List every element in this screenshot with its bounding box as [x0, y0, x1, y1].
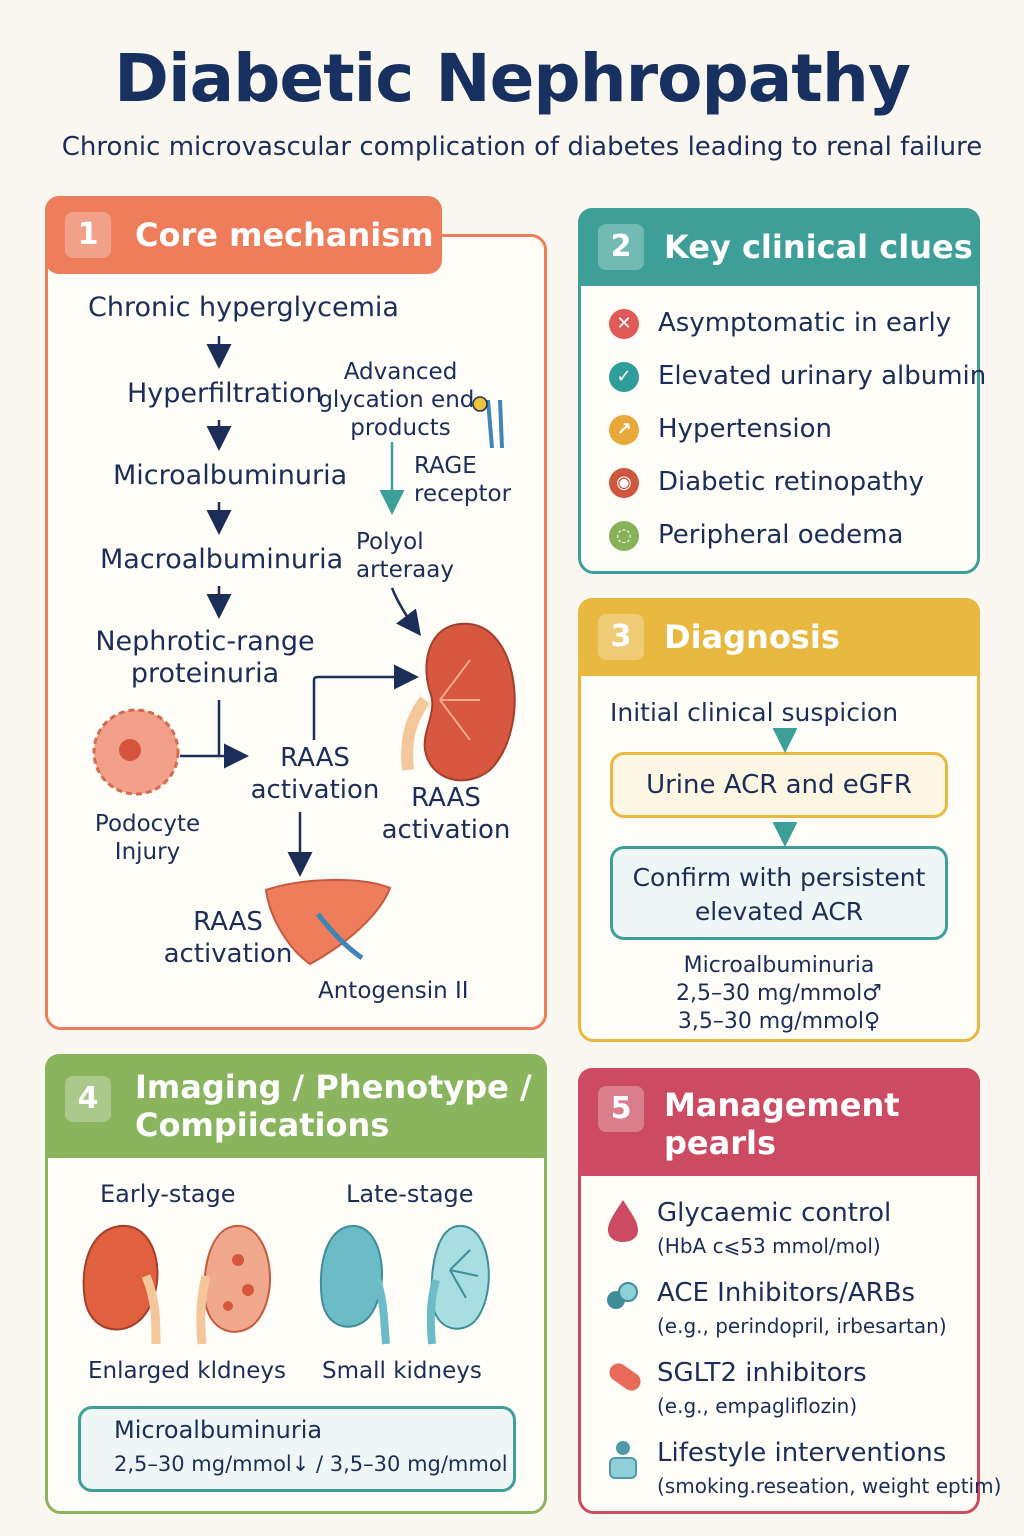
cross-icon: ✕ [609, 309, 639, 339]
late-kidney-icon [319, 1224, 390, 1345]
diagnosis-acr-box: Urine ACR and eGFR [610, 752, 948, 818]
mech-step-hyperfiltration: Hyperfiltration [127, 378, 323, 409]
imaging-number: 4 [65, 1076, 111, 1122]
mech-age-label: Advanced glycation end-products [318, 359, 483, 441]
mgmt-ace-sub: (e.g., perindopril, irbesartan) [657, 1314, 947, 1338]
page-subtitle: Chronic microvascular complication of di… [61, 132, 983, 162]
clue-retinopathy: Diabetic retinopathy [658, 467, 925, 497]
diagnosis-acr-text: Urine ACR and eGFR [646, 770, 912, 800]
mech-step-microalbuminuria: Microalbuminuria [113, 460, 348, 491]
diagnosis-note-line2: 3,5–30 mg/mmol♀ [677, 1009, 881, 1034]
pill-icon [607, 1282, 638, 1309]
diagnosis-confirm-text: Confirm with persistent elevated ACR [632, 863, 926, 926]
mgmt-sglt2-title: SGLT2 inhibitors [657, 1358, 867, 1388]
diagnosis-title: Diagnosis [664, 618, 840, 656]
management-title: Management pearls [664, 1086, 900, 1162]
arrow-proteinuria-raas [217, 700, 249, 769]
clue-oedema: Peripheral oedema [658, 520, 904, 550]
management-header: 5 Management pearls [578, 1068, 980, 1176]
imaging-small-label: Small kidneys [322, 1358, 482, 1384]
arrow-polyol-kidney [390, 587, 421, 637]
diagnosis-confirm-box: Confirm with persistent elevated ACR [610, 846, 948, 940]
mech-raas-bottom: RAAS activation [163, 907, 293, 969]
mech-rage-label: RAGE receptor [414, 453, 512, 507]
diagnosis-note-line1: 2,5–30 mg/mmol♂ [676, 981, 882, 1006]
clues-header: 2 Key clinical clues [578, 208, 980, 286]
clue-hypertension: Hypertension [658, 414, 832, 444]
clues-number: 2 [598, 224, 644, 270]
mech-raas-right: RAAS activation [381, 783, 511, 845]
imaging-box-text: 2,5–30 mg/mmol↓ / 3,5–30 mg/mmol [114, 1452, 508, 1476]
check-icon: ✓ [609, 362, 639, 392]
mgmt-sglt2-sub: (e.g., empagliflozin) [657, 1394, 858, 1418]
clues-title: Key clinical clues [664, 228, 973, 266]
diagnosis-suspicion: Initial clinical suspicion [610, 698, 899, 727]
imaging-header: 4 Imaging / Phenotype / Compiications [45, 1054, 547, 1158]
mgmt-glycaemic-title: Glycaemic control [657, 1198, 892, 1228]
mech-step-hyperglycemia: Chronic hyperglycemia [88, 292, 399, 323]
mech-polyol-label: Polyol arteraay [356, 529, 454, 583]
early-kidney-icon [82, 1224, 161, 1345]
imaging-late-label: Late-stage [346, 1180, 474, 1208]
page-title: Diabetic Nephropathy [114, 40, 911, 117]
diagnosis-header: 3 Diagnosis [578, 598, 980, 676]
imaging-enlarged-label: Enlarged kldneys [88, 1358, 286, 1384]
mechanism-header: 1 Core mechanism [45, 196, 442, 274]
mgmt-lifestyle-title: Lifestyle interventions [657, 1438, 947, 1468]
mech-step-macroalbuminuria: Macroalbuminuria [100, 544, 344, 575]
receptor-icon [472, 396, 504, 449]
late-kidney-section-icon [426, 1224, 490, 1345]
arrow-raas-kidney [312, 664, 419, 740]
clue-albumin: Elevated urinary albumin [658, 361, 987, 391]
mechanism-number: 1 [65, 212, 111, 258]
capsule-icon [609, 1363, 641, 1391]
mgmt-lifestyle-sub: (smoking.reseation, weight eptim) [657, 1474, 1002, 1498]
diagnosis-note-title: Microalbuminuria [683, 953, 875, 978]
liver-icon [264, 879, 392, 966]
mgmt-ace-title: ACE Inhibitors/ARBs [657, 1278, 916, 1308]
mech-raas-center: RAAS activation [250, 743, 380, 805]
mech-podocyte-label: Podocyte Injury [94, 811, 201, 865]
imaging-early-label: Early-stage [100, 1180, 236, 1208]
eye-icon: ◉ [609, 468, 639, 498]
kidney-icon [401, 622, 516, 782]
clue-asymptomatic: Asymptomatic in early [658, 308, 952, 338]
podocyte-icon [92, 708, 180, 796]
gauge-icon: ↗ [609, 415, 639, 445]
person-icon [609, 1441, 637, 1479]
early-kidney-section-icon [196, 1224, 271, 1345]
drop-icon: ◌ [609, 521, 639, 551]
mgmt-glycaemic-sub: (HbA c⩽53 mmol/mol) [657, 1234, 881, 1258]
management-number: 5 [598, 1086, 644, 1132]
mechanism-title: Core mechanism [135, 216, 434, 254]
imaging-box-title: Microalbuminuria [114, 1416, 323, 1444]
mech-step-proteinuria: Nephrotic-range proteinuria [95, 626, 315, 689]
mech-angiotensin-label: Antogensin II [318, 978, 469, 1004]
imaging-micro-box [78, 1406, 516, 1492]
imaging-title: Imaging / Phenotype / Compiications [135, 1068, 532, 1144]
blood-drop-icon [608, 1200, 638, 1242]
diagnosis-number: 3 [598, 614, 644, 660]
